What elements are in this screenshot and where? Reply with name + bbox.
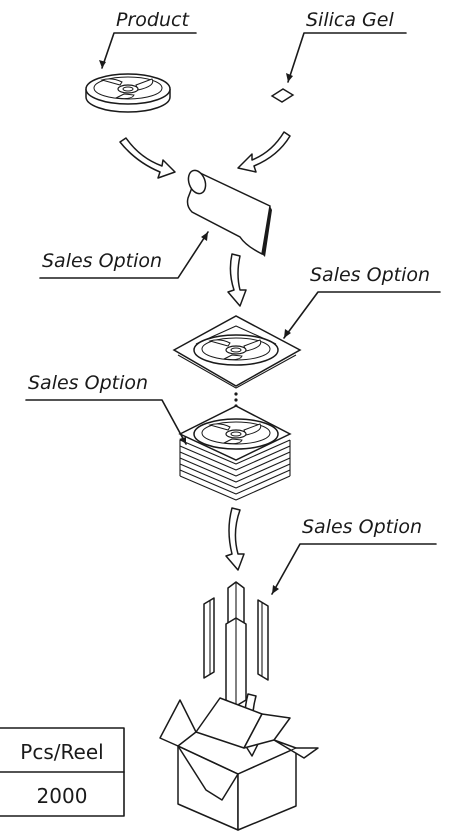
table-value: 2000 [37, 784, 88, 808]
arrow-stack-to-corners [225, 507, 245, 571]
product-reel-icon [85, 73, 171, 113]
corners-leader-line [271, 543, 437, 595]
carton-box-icon [159, 697, 319, 831]
arrow-silica-to-bag [237, 131, 291, 173]
sales-option-single-label: Sales Option [310, 264, 430, 286]
reel-stack-icon [178, 405, 292, 501]
table-header: Pcs/Reel [20, 740, 103, 764]
corner-protectors-icon [203, 581, 269, 707]
stack-leader-line [25, 399, 187, 445]
silica-gel-label: Silica Gel [306, 9, 394, 31]
product-label: Product [116, 9, 190, 31]
sales-option-corners-label: Sales Option [302, 516, 422, 538]
sales-option-stack-label: Sales Option [28, 372, 148, 394]
arrow-bag-to-sealed-reel [227, 253, 247, 307]
product-leader-line [99, 32, 197, 69]
silica-gel-icon [270, 88, 295, 103]
arrow-product-to-bag [119, 137, 176, 179]
moisture-barrier-bag-icon [186, 169, 272, 257]
pcs-per-reel-table [0, 727, 125, 817]
sealed-reel-icon [172, 315, 302, 389]
sealed-reel-leader-line [283, 291, 441, 339]
sales-option-bag-label: Sales Option [42, 250, 162, 272]
bag-leader-line [39, 231, 209, 279]
silica-gel-leader-line [286, 32, 407, 83]
